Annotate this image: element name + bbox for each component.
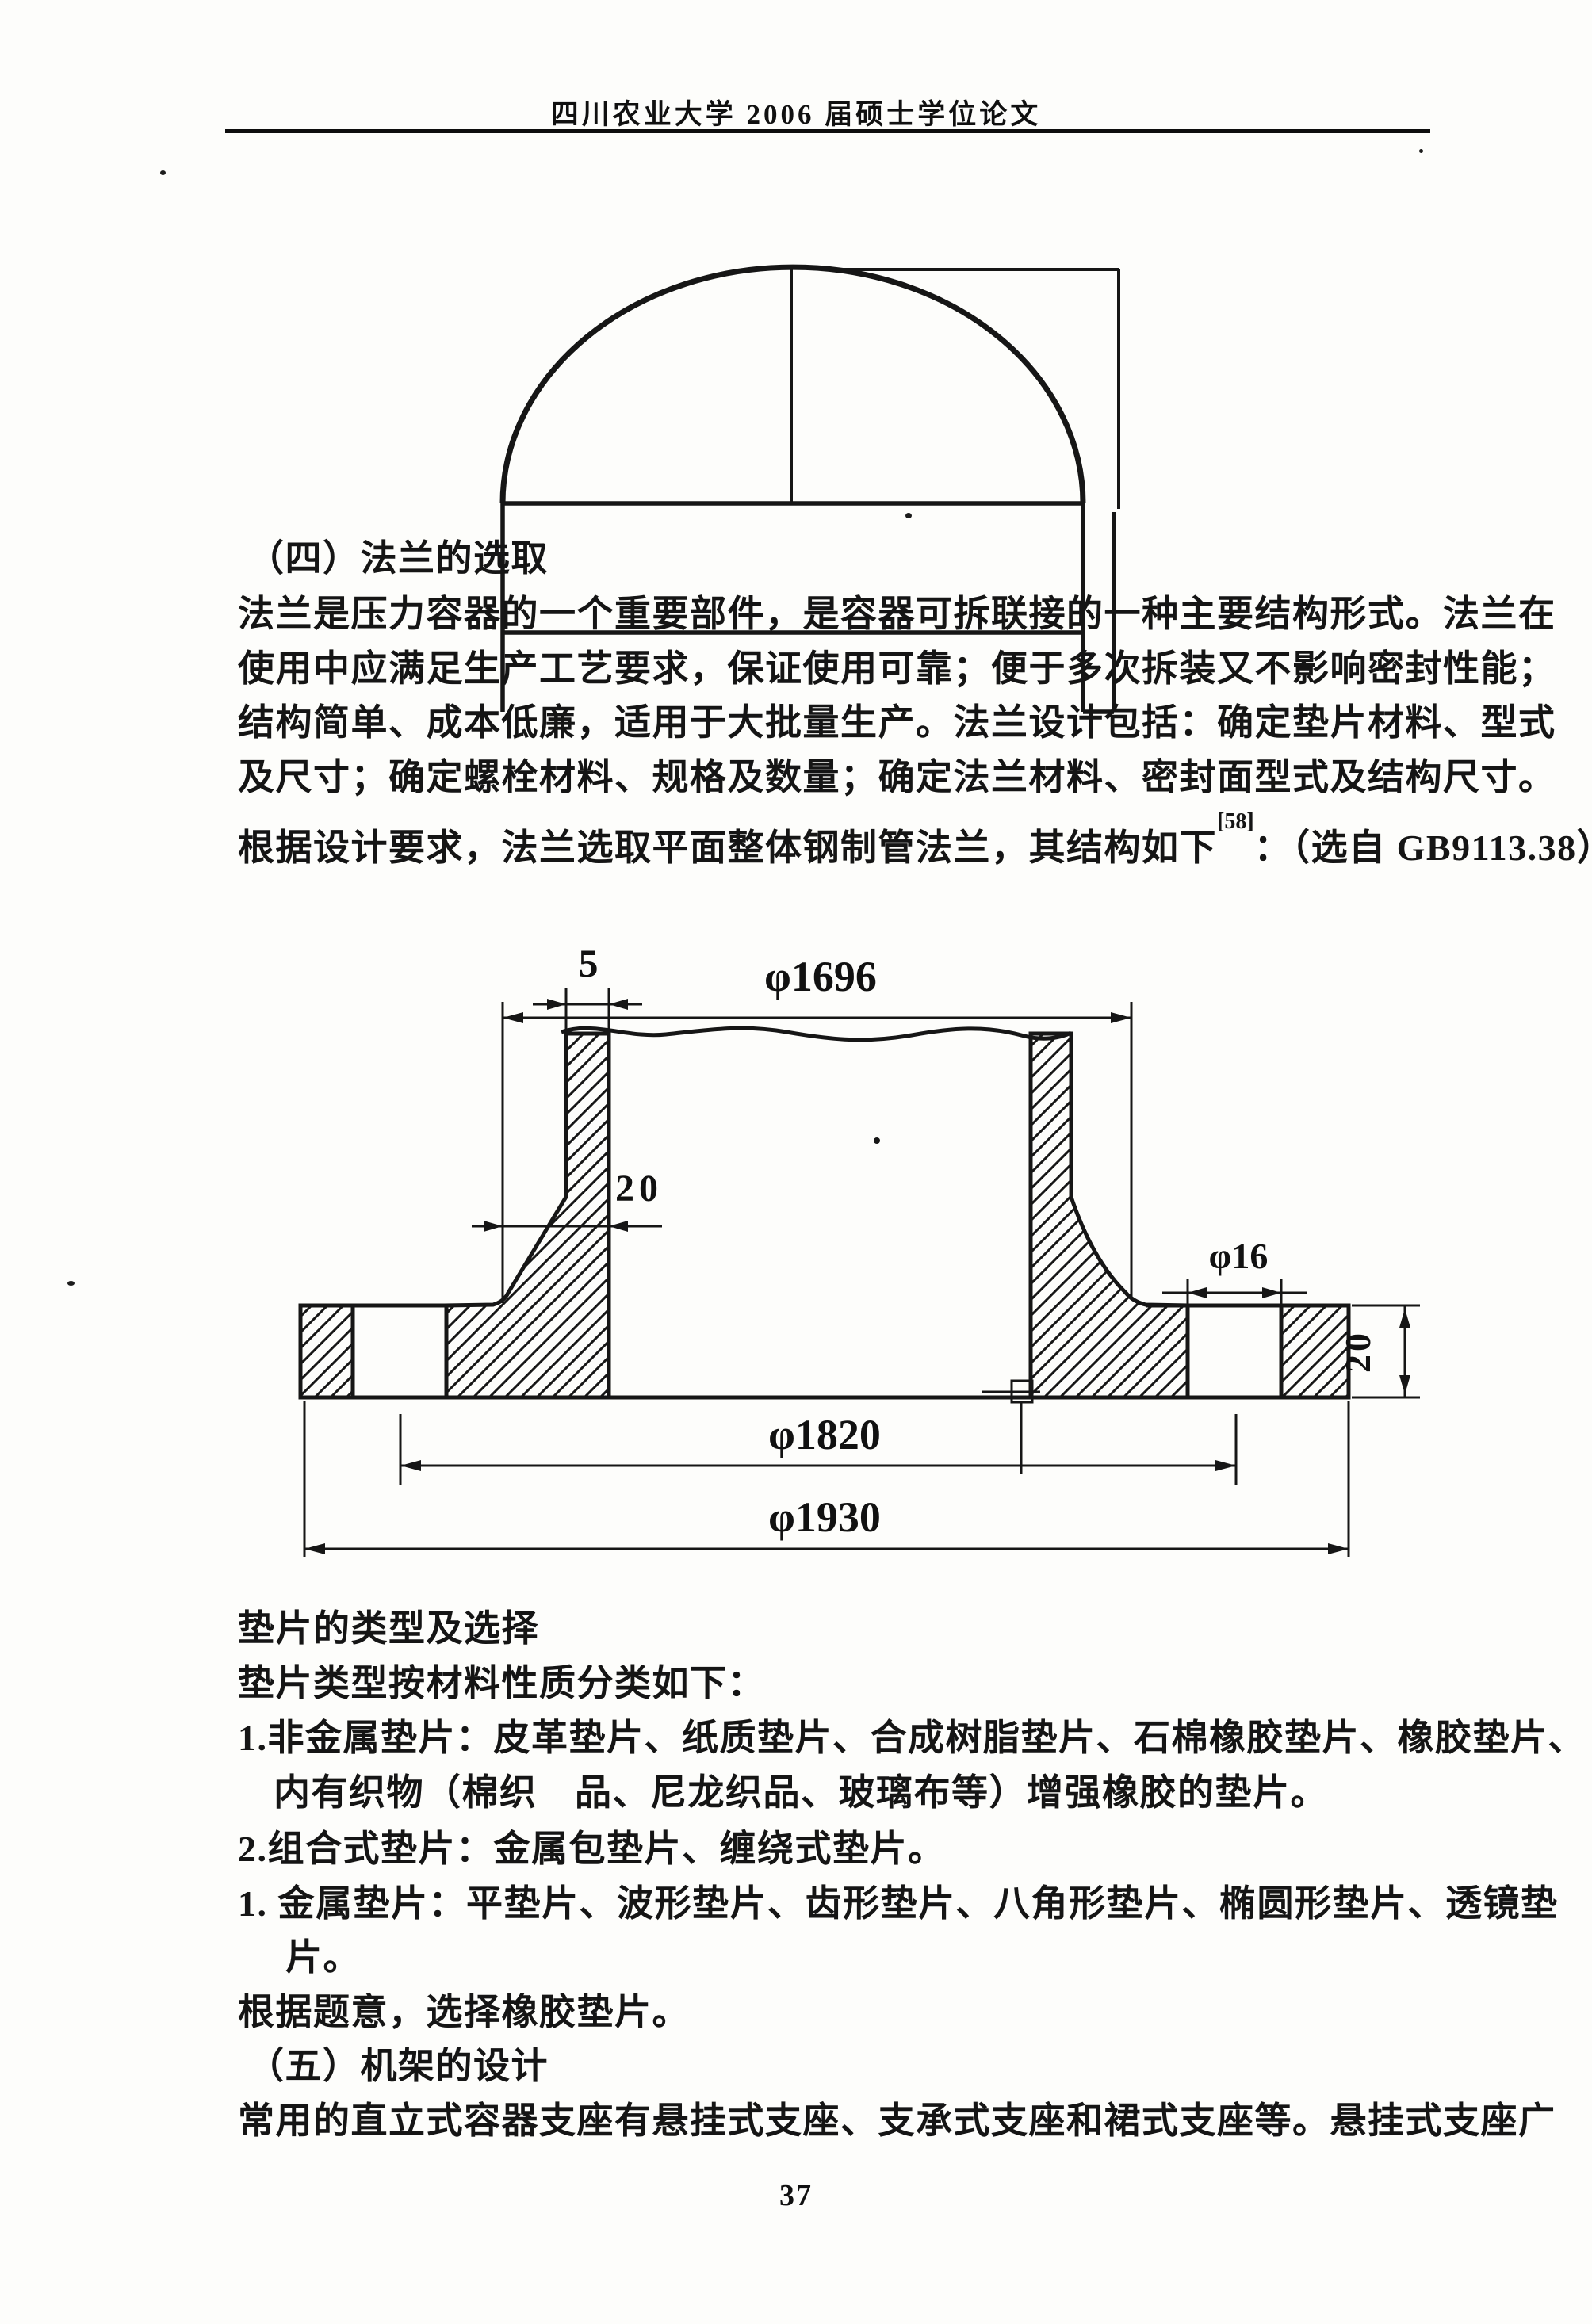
- ink-speck: [905, 513, 912, 518]
- body-line: 法兰是压力容器的一个重要部件，是容器可拆联接的一种主要结构形式。法兰在: [238, 594, 1556, 634]
- dim-flange-thickness: 20: [1338, 1330, 1378, 1373]
- body-line: 1.非金属垫片：皮革垫片、纸质垫片、合成树脂垫片、石棉橡胶垫片、橡胶垫片、: [238, 1718, 1586, 1758]
- neck-break-line: [561, 1026, 1073, 1042]
- body-line-with-reference: 根据设计要求，法兰选取平面整体钢制管法兰，其结构如下[58]：（选自 GB911…: [238, 809, 1592, 871]
- ref-text-pre: 根据设计要求，法兰选取平面整体钢制管法兰，其结构如下: [238, 828, 1217, 868]
- body-line: 使用中应满足生产工艺要求，保证使用可靠；便于多次拆装又不影响密封性能；: [238, 648, 1556, 689]
- dim-neck-wall: 5: [579, 941, 599, 985]
- flange-hub-right-section: [1028, 1031, 1190, 1400]
- body-line: 2.组合式垫片：金属包垫片、缠绕式垫片。: [238, 1829, 946, 1869]
- dim-inner-diameter: φ1696: [764, 953, 877, 1000]
- ink-speck: [160, 170, 166, 175]
- bolt-center-mark: [982, 1379, 1040, 1474]
- head-figure: [499, 264, 1120, 714]
- header-rule: [225, 129, 1430, 133]
- ref-text-post: ：（选自 GB9113.38）: [1253, 828, 1592, 868]
- ink-speck: [67, 1281, 75, 1286]
- body-line: 常用的直立式容器支座有悬挂式支座、支承式支座和裙式支座等。悬挂式支座广: [238, 2100, 1556, 2141]
- dim-outer-diameter: φ1930: [768, 1493, 881, 1541]
- body-line: 垫片类型按材料性质分类如下：: [238, 1663, 765, 1703]
- body-line: 及尺寸；确定螺栓材料、规格及数量；确定法兰材料、密封面型式及结构尺寸。: [238, 757, 1556, 797]
- body-line: 垫片的类型及选择: [238, 1608, 539, 1649]
- body-line: 结构简单、成本低廉，适用于大批量生产。法兰设计包括：确定垫片材料、型式: [238, 702, 1556, 743]
- dim-bolt-circle-diameter: φ1820: [768, 1411, 881, 1458]
- body-line: 内有织物（棉织 品、尼龙织品、玻璃布等）增强橡胶的垫片。: [274, 1772, 1328, 1813]
- page-number: 37: [779, 2179, 813, 2212]
- dim-bolt-hole-diameter: φ16: [1209, 1236, 1269, 1276]
- header-title: 四川农业大学 2006 届硕士学位论文: [550, 99, 1042, 130]
- flange-ring-left-section: [298, 1303, 355, 1400]
- dim-hub-width: 20: [615, 1168, 663, 1210]
- body-line: 片。: [285, 1937, 361, 1978]
- flange-figure: 5 φ1696 20 φ16 20: [298, 941, 1420, 1557]
- section-heading: （四）法兰的选取: [247, 538, 549, 579]
- body-line: 根据题意，选择橡胶垫片。: [238, 1992, 690, 2032]
- flange-hub-left-section: [444, 1031, 611, 1400]
- ink-speck: [874, 1137, 880, 1144]
- ink-speck: [1419, 149, 1423, 153]
- citation-marker: [58]: [1217, 809, 1254, 834]
- section-heading: （五）机架的设计: [247, 2046, 549, 2086]
- body-line: 1. 金属垫片：平垫片、波形垫片、齿形垫片、八角形垫片、椭圆形垫片、透镜垫: [238, 1883, 1559, 1924]
